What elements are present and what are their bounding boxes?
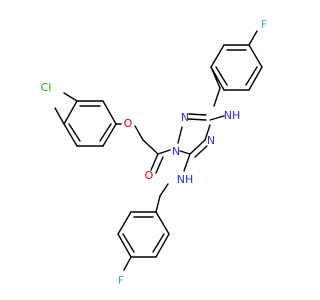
ether-oxygen-label: O — [124, 117, 133, 130]
co-n1-bond — [157, 149, 171, 155]
atom-labels: Cl O O N N N NH NH F F — [41, 18, 268, 287]
fluorophenyl-ring-top — [210, 30, 263, 91]
nh-ch2-top — [213, 87, 221, 107]
ch2-aryl-bottom — [155, 195, 161, 213]
c5-nh-bond — [183, 153, 191, 172]
ring-n2-label: N — [181, 111, 189, 124]
ring-n1-label: N — [172, 145, 180, 158]
fluorine-top-label: F — [261, 18, 267, 31]
amine-bottom-label: NH — [177, 173, 194, 186]
ring-n4-label: N — [207, 134, 215, 147]
molecule-canvas: Cl O O N N N NH NH F F — [41, 18, 268, 287]
fluorophenyl-ring-bottom — [117, 211, 170, 271]
chlorine-label: Cl — [41, 81, 52, 94]
c-cl-bond — [54, 107, 65, 125]
chlorophenyl-ring — [63, 100, 117, 147]
o-ch2-bond — [134, 125, 144, 141]
ch2-co-bond — [142, 139, 159, 155]
nh-ch2-bottom — [159, 183, 169, 197]
co-double-bond-b — [155, 156, 164, 174]
carbonyl-oxygen-label: O — [145, 169, 154, 182]
c-cl-bond-2 — [63, 92, 78, 102]
c3-nh-bond — [209, 115, 225, 121]
amine-top-label: NH — [224, 109, 241, 122]
fluorine-bottom-label: F — [118, 274, 124, 287]
bonds — [54, 30, 263, 271]
structure-diagram: Cl O O N N N NH NH F F — [41, 18, 268, 287]
triazole-ring — [177, 113, 211, 158]
co-double-bond-a — [150, 153, 159, 171]
